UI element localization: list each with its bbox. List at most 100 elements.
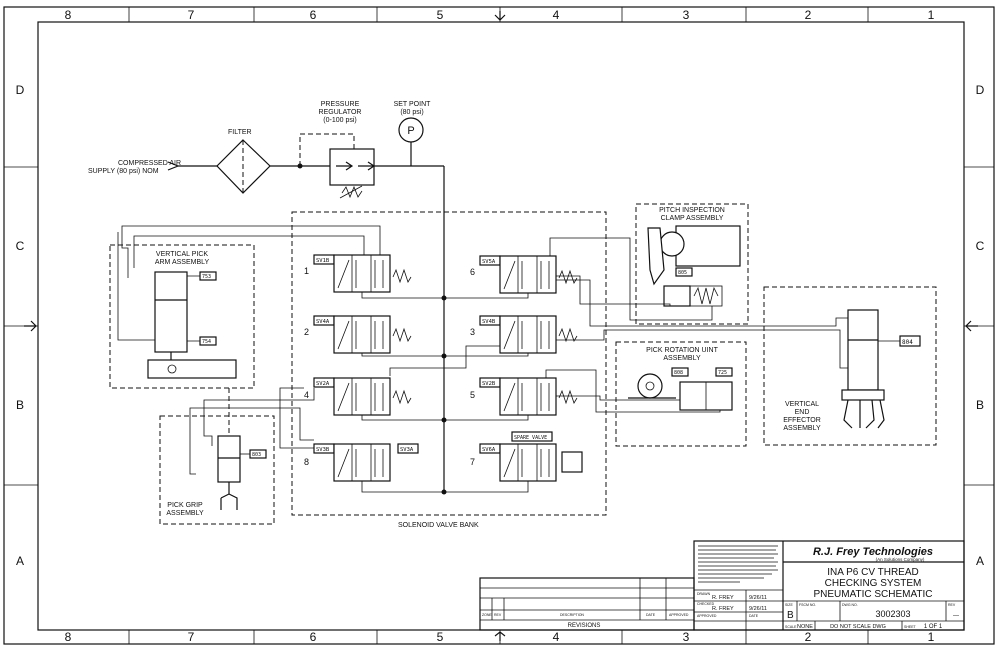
zone-col-top: 6 (310, 8, 317, 22)
svg-text:APPROVED: APPROVED (697, 614, 717, 618)
svg-text:DESCRIPTION: DESCRIPTION (560, 613, 584, 617)
zone-col-bottom: 1 (928, 630, 935, 644)
svg-text:SCALE: SCALE (785, 625, 797, 629)
svg-text:ASSEMBLY: ASSEMBLY (663, 355, 701, 362)
effector-gripper-icon (843, 399, 885, 429)
zone-col-top: 4 (553, 8, 560, 22)
zone-row-left: B (16, 398, 24, 412)
drawn-date: 9/26/11 (749, 595, 767, 601)
solenoid-valve-8: SV3B 8 SV3A (304, 443, 419, 482)
air-supply: COMPRESSED AIR SUPPLY (80 psi) NOM (88, 160, 181, 175)
svg-text:VERTICAL PICK: VERTICAL PICK (156, 251, 208, 258)
spring-icon (558, 269, 578, 285)
svg-text:REV: REV (494, 613, 502, 617)
svg-text:PICK GRIP: PICK GRIP (167, 502, 203, 509)
pitch-clamp-icon (647, 225, 741, 307)
svg-text:SV1B: SV1B (316, 258, 330, 264)
zone-col-bottom: 5 (437, 630, 444, 644)
svg-text:SV2A: SV2A (316, 381, 330, 387)
svg-text:SHEET: SHEET (904, 625, 917, 629)
spare-valve-label: SPARE VALVE (514, 435, 547, 441)
drawn-by: R. FREY (712, 595, 734, 601)
valve-bank-label: SOLENOID VALVE BANK (398, 522, 479, 529)
svg-text:3: 3 (470, 327, 475, 337)
gauge-letter: P (407, 125, 414, 137)
svg-text:SV6A: SV6A (482, 447, 496, 453)
spring-icon (392, 268, 412, 284)
end-effector-labels: VERTICAL END EFFECTOR ASSEMBLY (783, 401, 821, 432)
svg-text:PITCH INSPECTION: PITCH INSPECTION (659, 207, 725, 214)
svg-text:4: 4 (304, 390, 309, 400)
regulator-label-1: PRESSURE (321, 101, 360, 108)
sheet-number: 1 OF 1 (924, 624, 943, 630)
solenoid-valve-2: SV4A 2 (304, 315, 412, 354)
outer-border (3, 6, 995, 645)
regulator-label-3: (0-100 psi) (323, 117, 356, 124)
svg-text:1: 1 (304, 266, 309, 276)
end-effector-cylinder-icon (841, 309, 885, 429)
gripper-icon (220, 493, 238, 510)
setpoint-label-1: SET POINT (394, 101, 432, 108)
solenoid-valve-7: SV6A 7 SPARE VALVE (470, 431, 583, 482)
zone-col-top: 2 (805, 8, 812, 22)
spring-icon (392, 389, 412, 405)
revision: — (953, 613, 959, 619)
svg-text:DRAWN: DRAWN (697, 592, 711, 596)
regulator-labels: PRESSURE REGULATOR (0-100 psi) (319, 101, 362, 124)
svg-text:APPROVED: APPROVED (669, 613, 689, 617)
svg-text:2: 2 (304, 327, 309, 337)
svg-text:SV4B: SV4B (482, 319, 496, 325)
pitch-clamp-enclosure (635, 203, 749, 325)
checked-date: 9/26/11 (749, 606, 767, 612)
pick-grip-labels: PICK GRIP ASSEMBLY (166, 502, 204, 517)
vertical-pick-labels: VERTICAL PICK ARM ASSEMBLY (155, 251, 210, 266)
zone-col-bottom: 4 (553, 630, 560, 644)
end-effector-enclosure (763, 286, 937, 446)
pick-arm-cylinder-icon (147, 271, 237, 379)
zone-col-top: 1 (928, 8, 935, 22)
svg-text:DWG NO.: DWG NO. (842, 603, 858, 607)
regulator-icon (299, 133, 376, 199)
zone-col-top: 3 (683, 8, 690, 22)
zone-row-right: C (976, 239, 985, 253)
zone-row-right: A (976, 554, 984, 568)
supply-label-1: COMPRESSED AIR (118, 160, 181, 167)
tag-804: 804 (902, 339, 913, 346)
company-name: R.J. Frey Technologies (813, 546, 933, 558)
supply-label-2: SUPPLY (80 psi) NOM (88, 168, 159, 175)
zone-col-bottom: 2 (805, 630, 812, 644)
svg-text:EFFECTOR: EFFECTOR (783, 417, 821, 424)
solenoid-valve-1: SV1B 1 (304, 254, 412, 293)
solenoid-valve-4: SV2A 4 (304, 377, 412, 416)
company-sub: (An Solutions Company) (876, 557, 925, 562)
scale: NONE (797, 624, 813, 630)
spring-icon (558, 327, 578, 343)
revisions-block: ZONE REV DESCRIPTION DATE APPROVED REVIS… (479, 577, 695, 631)
pitch-clamp-labels: PITCH INSPECTION CLAMP ASSEMBLY (659, 207, 725, 222)
svg-text:SV3B: SV3B (316, 447, 330, 453)
zone-labels: 8 7 6 5 4 3 2 1 8 7 6 5 4 3 2 1 D C B A … (16, 8, 985, 644)
drawing-number: 3002303 (875, 609, 910, 619)
zone-col-bottom: 6 (310, 630, 317, 644)
zone-col-top: 7 (188, 8, 195, 22)
svg-text:6: 6 (470, 267, 475, 277)
svg-text:5: 5 (470, 390, 475, 400)
svg-text:SV3A: SV3A (400, 447, 414, 453)
title-block: R.J. Frey Technologies (An Solutions Com… (693, 540, 965, 631)
svg-text:REV: REV (948, 603, 956, 607)
tag-754: 754 (202, 339, 211, 345)
svg-text:SIZE: SIZE (785, 603, 793, 607)
setpoint-labels: SET POINT (80 psi) (394, 101, 432, 116)
svg-text:SV5A: SV5A (482, 259, 496, 265)
zone-col-top: 5 (437, 8, 444, 22)
svg-text:VERTICAL: VERTICAL (785, 401, 819, 408)
filter-icon (216, 139, 271, 194)
valve-bank-enclosure (291, 211, 607, 516)
tag-803: 803 (252, 452, 261, 458)
zone-row-left: D (16, 83, 25, 97)
zone-row-left: C (16, 239, 25, 253)
svg-text:DATE: DATE (646, 613, 656, 617)
svg-text:SV4A: SV4A (316, 319, 330, 325)
svg-text:ASSEMBLY: ASSEMBLY (783, 425, 821, 432)
